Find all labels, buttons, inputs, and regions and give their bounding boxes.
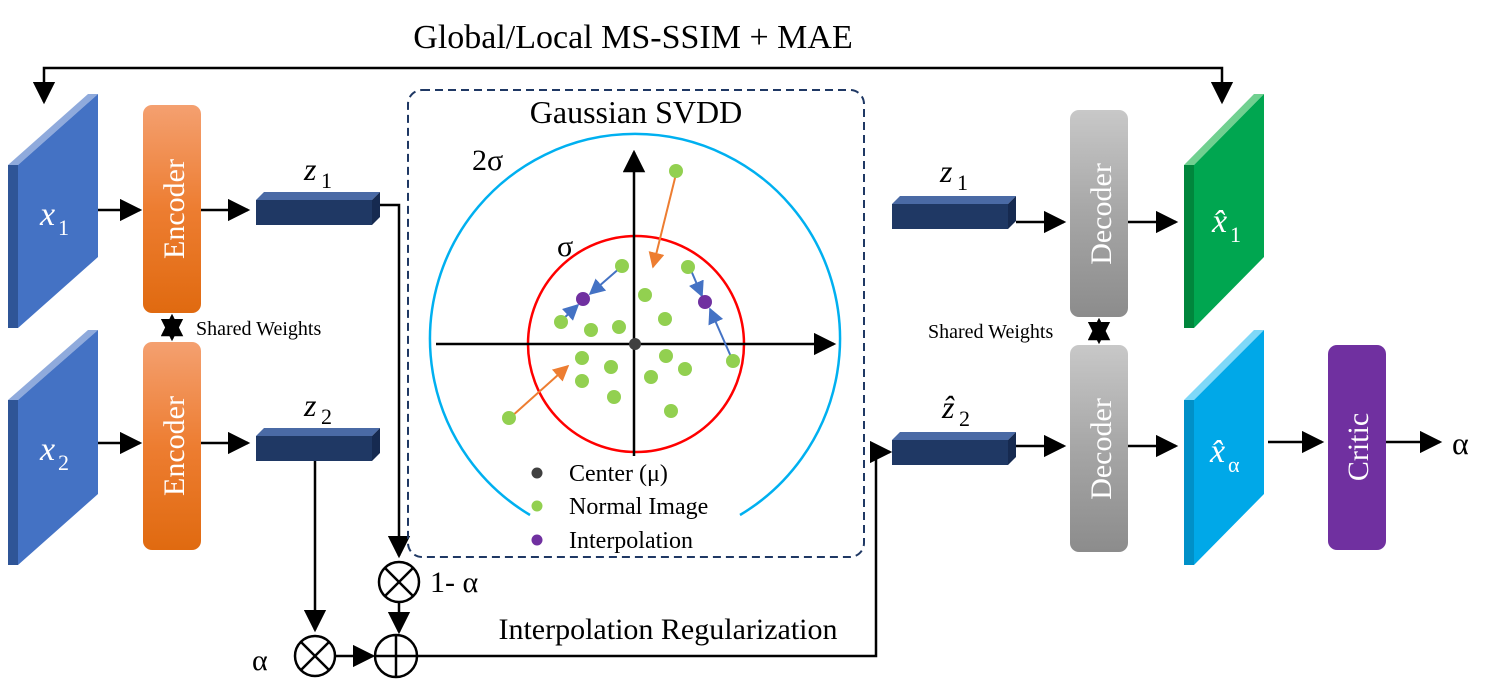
alpha-output-label: α bbox=[1452, 425, 1469, 461]
normal-point bbox=[659, 349, 673, 363]
arrow-z1-mult bbox=[380, 203, 411, 559]
legend-label-interp: Interpolation bbox=[569, 528, 693, 554]
normal-point bbox=[612, 320, 626, 334]
encoder-2-label: Encoder bbox=[158, 396, 191, 496]
z2-label: z bbox=[303, 387, 317, 423]
add-op bbox=[373, 633, 419, 679]
normal-point bbox=[584, 323, 598, 337]
latent-z2: z 2 bbox=[256, 387, 380, 461]
normal-point bbox=[554, 315, 568, 329]
xhat1-sub: 1 bbox=[1230, 222, 1241, 247]
critic-label: Critic bbox=[1342, 413, 1375, 481]
critic-block: Critic bbox=[1328, 345, 1386, 550]
loss-feedback-line bbox=[32, 66, 1234, 105]
z1-dec-sub: 1 bbox=[957, 170, 968, 195]
z1-dec-label: z bbox=[939, 153, 953, 189]
x2-label: x bbox=[39, 431, 55, 468]
output-xhat1: x̂ 1 bbox=[1184, 94, 1264, 328]
normal-point bbox=[644, 370, 658, 384]
blue-arrow-4 bbox=[708, 307, 733, 360]
normal-point bbox=[502, 411, 516, 425]
z2-sub: 2 bbox=[321, 404, 332, 429]
legend-swatch-interp bbox=[531, 534, 543, 546]
legend-swatch-center bbox=[531, 467, 543, 479]
xhat-alpha-label: x̂ bbox=[1209, 433, 1225, 470]
normal-point bbox=[726, 354, 740, 368]
svdd-title: Gaussian SVDD bbox=[530, 94, 742, 130]
sigma-label: σ bbox=[557, 230, 573, 263]
two-sigma-label: 2σ bbox=[472, 144, 503, 177]
normal-point bbox=[575, 374, 589, 388]
x2-sub: 2 bbox=[58, 450, 69, 475]
output-xhat-alpha: x̂ α bbox=[1184, 330, 1264, 565]
arrow-add-zhat2 bbox=[417, 440, 893, 658]
normal-point bbox=[575, 351, 589, 365]
latent-z1-decoder: z 1 bbox=[892, 153, 1016, 229]
input-x2: x 2 bbox=[8, 330, 98, 565]
latent-z1: z 1 bbox=[256, 151, 380, 225]
normal-point bbox=[664, 404, 678, 418]
decoder-1: Decoder bbox=[1070, 110, 1128, 317]
svdd-box bbox=[407, 89, 865, 558]
normal-points bbox=[502, 164, 740, 425]
normal-point bbox=[638, 288, 652, 302]
legend-label-center: Center (μ) bbox=[569, 461, 668, 487]
loss-title: Global/Local MS-SSIM + MAE bbox=[413, 19, 852, 56]
decoder-1-label: Decoder bbox=[1085, 163, 1118, 265]
interpolation-point bbox=[576, 292, 590, 306]
normal-point bbox=[669, 164, 683, 178]
blue-arrow-1 bbox=[588, 266, 622, 296]
interp-reg-label: Interpolation Regularization bbox=[498, 613, 837, 646]
normal-point bbox=[607, 390, 621, 404]
legend-label-normal: Normal Image bbox=[569, 494, 708, 520]
center-point bbox=[629, 338, 641, 350]
z1-label: z bbox=[303, 151, 317, 187]
input-x1: x 1 bbox=[8, 94, 98, 328]
normal-point bbox=[604, 360, 618, 374]
normal-point bbox=[678, 362, 692, 376]
zhat2-label: ẑ bbox=[941, 389, 955, 425]
z1-sub: 1 bbox=[321, 168, 332, 193]
x1-sub: 1 bbox=[58, 215, 69, 240]
multiply-op-2 bbox=[293, 634, 337, 678]
alpha-label: α bbox=[252, 644, 268, 677]
decoder-2: Decoder bbox=[1070, 345, 1128, 552]
zhat2-sub: 2 bbox=[959, 406, 970, 431]
shared-weights-label-decoder: Shared Weights bbox=[928, 321, 1053, 343]
decoder-2-label: Decoder bbox=[1085, 398, 1118, 500]
xhat1-label: x̂ bbox=[1211, 203, 1227, 240]
normal-point bbox=[615, 259, 629, 273]
latent-zhat2: ẑ 2 bbox=[892, 389, 1016, 465]
normal-point bbox=[658, 312, 672, 326]
one-minus-alpha-label: 1- α bbox=[430, 566, 478, 599]
encoder-1: Encoder bbox=[143, 105, 201, 313]
shared-weights-label-encoder: Shared Weights bbox=[196, 318, 321, 340]
orange-arrow-top bbox=[648, 173, 677, 269]
multiply-op-1 bbox=[377, 560, 421, 604]
encoder-2: Encoder bbox=[143, 342, 201, 550]
legend-swatch-normal bbox=[531, 500, 543, 512]
interpolation-point bbox=[698, 295, 712, 309]
normal-point bbox=[681, 260, 695, 274]
orange-arrow-bottom bbox=[510, 364, 570, 418]
xhat-alpha-sub: α bbox=[1228, 452, 1240, 477]
svdd-legend: Center (μ) Normal Image Interpolation bbox=[531, 461, 708, 554]
circle-two-sigma bbox=[428, 132, 842, 517]
x1-label: x bbox=[39, 196, 55, 233]
encoder-1-label: Encoder bbox=[158, 159, 191, 259]
